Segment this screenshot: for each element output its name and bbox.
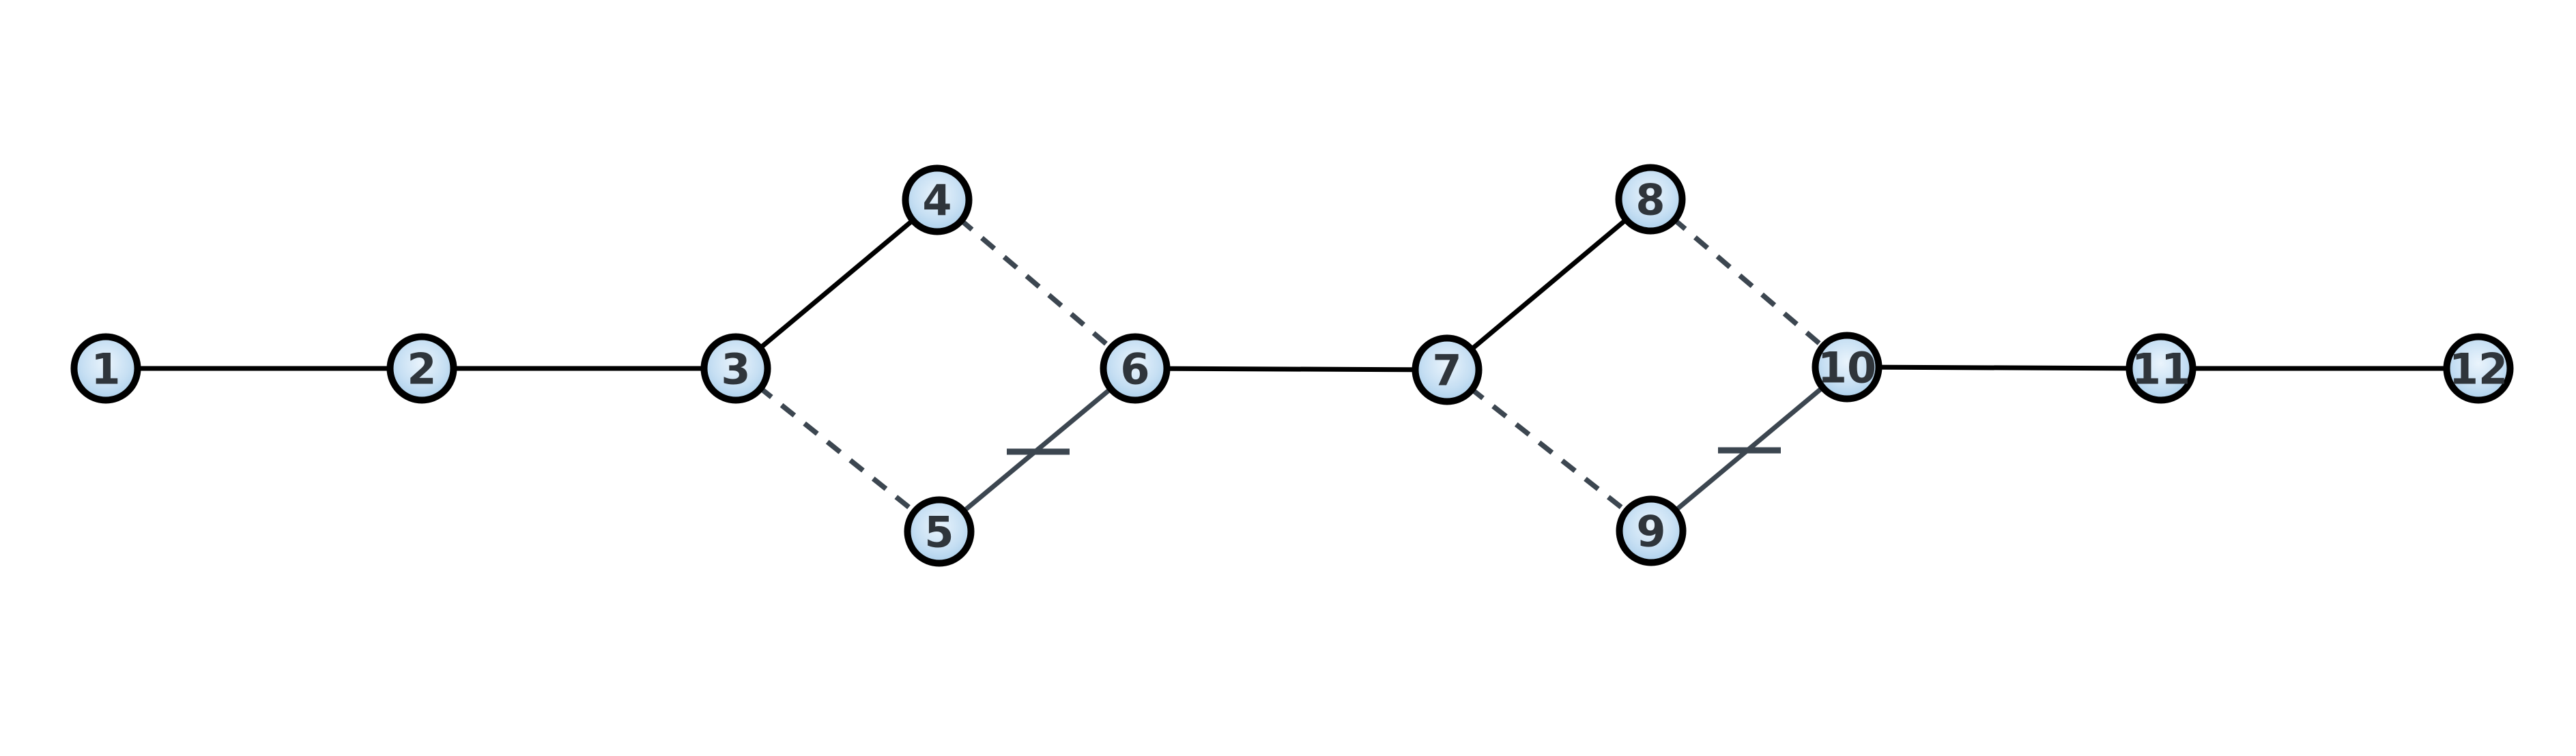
edge-3-5-dashed [734,366,941,534]
node-label-12: 12 [2449,344,2508,394]
graph-node-7: 7 [1412,334,1483,405]
node-label-2: 2 [407,344,436,394]
graph-node-4: 4 [902,164,973,235]
node-circle-10 [1812,332,1883,403]
graph-node-5: 5 [904,496,975,567]
node-label-10: 10 [1818,343,1876,392]
graph-node-2: 2 [386,333,457,404]
node-label-1: 1 [91,344,120,394]
node-label-3: 3 [721,344,750,394]
edge-7-8-solid [1445,197,1652,372]
node-circle-4 [902,164,973,235]
node-label-6: 6 [1120,344,1149,394]
graph-node-3: 3 [700,333,771,404]
edge-8-10-dashed [1648,197,1849,369]
node-circle-12 [2443,333,2514,404]
edges-layer [106,197,2478,534]
node-label-11: 11 [2132,344,2190,394]
edge-3-4-solid [734,198,939,370]
graph-node-11: 11 [2126,333,2196,404]
tick-marks-layer [1007,447,1781,455]
node-circle-2 [386,333,457,404]
node-circle-9 [1616,495,1687,566]
graph-node-6: 6 [1100,333,1171,404]
node-circle-8 [1615,164,1686,235]
graph-node-12: 12 [2443,333,2514,404]
node-label-5: 5 [924,507,954,557]
edge-4-6-dashed [935,198,1137,370]
node-circle-6 [1100,333,1171,404]
node-label-8: 8 [1635,175,1665,224]
edge-7-9-dashed [1445,368,1653,533]
node-label-9: 9 [1636,506,1665,556]
edge-6-7-solid [1134,366,1448,373]
graph-node-10: 10 [1812,332,1883,403]
node-label-7: 7 [1432,345,1461,395]
node-circle-3 [700,333,771,404]
edge-10-11-solid [1846,364,2162,371]
graph-node-1: 1 [70,333,141,404]
node-label-4: 4 [922,175,951,225]
graph-node-8: 8 [1615,164,1686,235]
node-circle-1 [70,333,141,404]
node-circle-11 [2126,333,2196,404]
graph-node-9: 9 [1616,495,1687,566]
node-circle-5 [904,496,975,567]
node-circle-7 [1412,334,1483,405]
